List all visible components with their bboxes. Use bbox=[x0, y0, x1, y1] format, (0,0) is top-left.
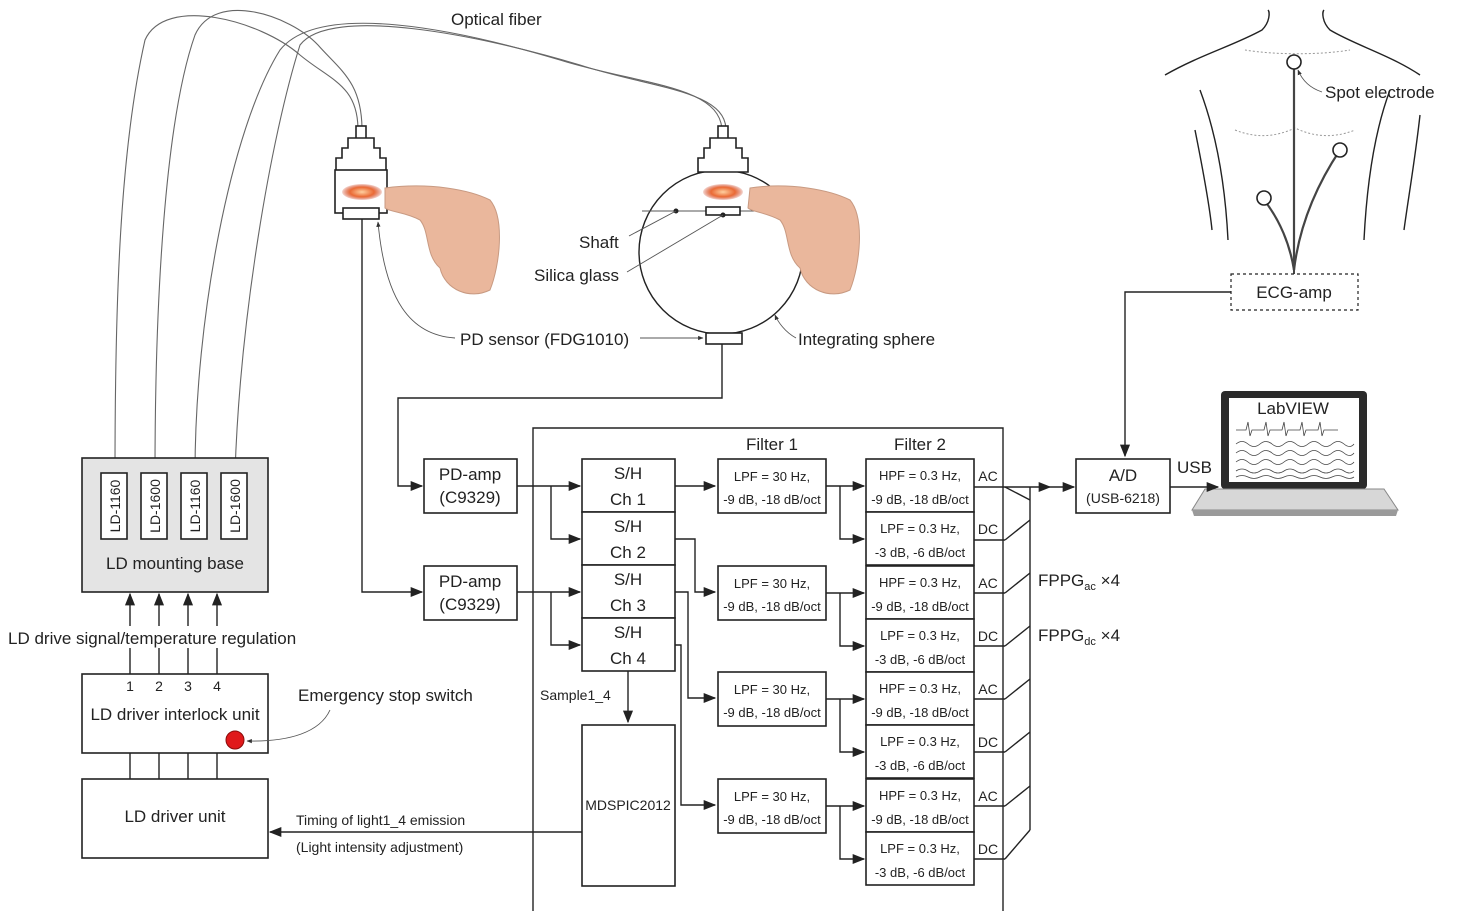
integrating-sphere-label: Integrating sphere bbox=[798, 330, 935, 349]
filter1-header: Filter 1 bbox=[746, 435, 798, 454]
pd-sensor-label: PD sensor (FDG1010) bbox=[460, 330, 629, 349]
finger-left bbox=[385, 186, 499, 294]
svg-text:LPF = 0.3 Hz,: LPF = 0.3 Hz, bbox=[880, 521, 960, 536]
filter1-to-filter2 bbox=[826, 486, 864, 859]
shaft-label: Shaft bbox=[579, 233, 619, 252]
pd-amp-1-l1: PD-amp bbox=[439, 465, 501, 484]
ld-module-4: LD-1600 bbox=[227, 479, 243, 533]
silica-glass-label: Silica glass bbox=[534, 266, 619, 285]
emergency-stop-button[interactable] bbox=[226, 731, 244, 749]
svg-text:LPF = 0.3 Hz,: LPF = 0.3 Hz, bbox=[880, 841, 960, 856]
svg-text:HPF = 0.3 Hz,: HPF = 0.3 Hz, bbox=[879, 575, 961, 590]
svg-text:-3 dB, -6 dB/oct: -3 dB, -6 dB/oct bbox=[875, 758, 966, 773]
channel-num-3: 3 bbox=[184, 678, 192, 694]
fppg-ac-label: FPPGac ×4 bbox=[1038, 571, 1120, 593]
svg-text:DC: DC bbox=[978, 628, 998, 644]
ld-drive-signal-label: LD drive signal/temperature regulation bbox=[8, 629, 296, 648]
ld-module-1: LD-1160 bbox=[107, 479, 123, 532]
optical-fibers bbox=[115, 10, 726, 473]
svg-text:-3 dB, -6 dB/oct: -3 dB, -6 dB/oct bbox=[875, 652, 966, 667]
filter2-header: Filter 2 bbox=[894, 435, 946, 454]
ld-mounting-base-label: LD mounting base bbox=[106, 554, 244, 573]
spot-electrode-label: Spot electrode bbox=[1325, 83, 1435, 102]
channel-num-1: 1 bbox=[126, 678, 134, 694]
svg-text:-9 dB, -18 dB/oct: -9 dB, -18 dB/oct bbox=[871, 599, 969, 614]
sample-label: Sample1_4 bbox=[540, 687, 611, 703]
pd-amp-1-l2: (C9329) bbox=[439, 488, 500, 507]
finger-probe-left bbox=[335, 126, 499, 294]
output-type-labels: AC DC AC DC AC DC AC DC bbox=[978, 468, 998, 857]
svg-text:HPF = 0.3 Hz,: HPF = 0.3 Hz, bbox=[879, 468, 961, 483]
f1-box4-l1: LPF = 30 Hz, bbox=[734, 789, 810, 804]
channel-num-2: 2 bbox=[155, 678, 163, 694]
light-intensity-label: (Light intensity adjustment) bbox=[296, 839, 463, 855]
ad-label-2: (USB-6218) bbox=[1086, 490, 1160, 506]
svg-text:HPF = 0.3 Hz,: HPF = 0.3 Hz, bbox=[879, 681, 961, 696]
sh-ch4-l2: Ch 4 bbox=[610, 649, 646, 668]
fppg-dc-label: FPPGdc ×4 bbox=[1038, 626, 1120, 648]
f1-box4-l2: -9 dB, -18 dB/oct bbox=[723, 812, 821, 827]
sh-ch1-l2: Ch 1 bbox=[610, 490, 646, 509]
f1-box2-l2: -9 dB, -18 dB/oct bbox=[723, 599, 821, 614]
labview-label: LabVIEW bbox=[1257, 399, 1329, 418]
svg-text:LPF = 0.3 Hz,: LPF = 0.3 Hz, bbox=[880, 628, 960, 643]
sh-ch3-l1: S/H bbox=[614, 570, 642, 589]
svg-text:-3 dB, -6 dB/oct: -3 dB, -6 dB/oct bbox=[875, 545, 966, 560]
svg-text:-3 dB, -6 dB/oct: -3 dB, -6 dB/oct bbox=[875, 865, 966, 880]
svg-text:HPF = 0.3 Hz,: HPF = 0.3 Hz, bbox=[879, 788, 961, 803]
light-glow-left bbox=[342, 184, 382, 200]
svg-text:-9 dB, -18 dB/oct: -9 dB, -18 dB/oct bbox=[871, 812, 969, 827]
f1-box2-l1: LPF = 30 Hz, bbox=[734, 576, 810, 591]
sh-ch3-l2: Ch 3 bbox=[610, 596, 646, 615]
integrating-sphere bbox=[627, 126, 859, 344]
f1-box1-l2: -9 dB, -18 dB/oct bbox=[723, 492, 821, 507]
pd-amp-2-l2: (C9329) bbox=[439, 595, 500, 614]
sh-ch4-l1: S/H bbox=[614, 623, 642, 642]
svg-text:DC: DC bbox=[978, 841, 998, 857]
svg-text:AC: AC bbox=[978, 575, 997, 591]
svg-text:AC: AC bbox=[978, 788, 997, 804]
optical-fiber-label: Optical fiber bbox=[451, 10, 542, 29]
filter1-boxes: LPF = 30 Hz, -9 dB, -18 dB/oct LPF = 30 … bbox=[718, 459, 826, 833]
svg-text:AC: AC bbox=[978, 681, 997, 697]
sh-ch2-l1: S/H bbox=[614, 517, 642, 536]
svg-text:DC: DC bbox=[978, 521, 998, 537]
f1-box1-l1: LPF = 30 Hz, bbox=[734, 469, 810, 484]
timing-label: Timing of light1_4 emission bbox=[296, 812, 465, 828]
sh-ch2-l2: Ch 2 bbox=[610, 543, 646, 562]
ld-driver-interlock-label: LD driver interlock unit bbox=[90, 705, 259, 724]
filter2-boxes: HPF = 0.3 Hz, -9 dB, -18 dB/oct LPF = 0.… bbox=[866, 459, 974, 885]
svg-text:DC: DC bbox=[978, 734, 998, 750]
torso-ecg bbox=[1165, 10, 1420, 270]
svg-text:LPF = 0.3 Hz,: LPF = 0.3 Hz, bbox=[880, 734, 960, 749]
svg-text:-9 dB, -18 dB/oct: -9 dB, -18 dB/oct bbox=[871, 492, 969, 507]
svg-text:AC: AC bbox=[978, 468, 997, 484]
channel-num-4: 4 bbox=[213, 678, 221, 694]
sh-ch1-l1: S/H bbox=[614, 464, 642, 483]
f1-box3-l2: -9 dB, -18 dB/oct bbox=[723, 705, 821, 720]
ld-module-3: LD-1160 bbox=[187, 479, 203, 532]
f1-box3-l1: LPF = 30 Hz, bbox=[734, 682, 810, 697]
emergency-stop-label: Emergency stop switch bbox=[298, 686, 473, 705]
light-glow-right bbox=[703, 184, 743, 200]
finger-right bbox=[748, 186, 859, 294]
usb-label: USB bbox=[1177, 458, 1212, 477]
pd-amp-2-l1: PD-amp bbox=[439, 572, 501, 591]
svg-text:-9 dB, -18 dB/oct: -9 dB, -18 dB/oct bbox=[871, 705, 969, 720]
interlock-driver-links bbox=[130, 753, 217, 779]
ad-label-1: A/D bbox=[1109, 466, 1137, 485]
sh-channels: S/H Ch 1 S/H Ch 2 S/H Ch 3 S/H Ch 4 bbox=[582, 459, 675, 671]
ld-module-2: LD-1600 bbox=[147, 479, 163, 533]
ecg-amp-label: ECG-amp bbox=[1256, 283, 1332, 302]
ld-driver-unit-label: LD driver unit bbox=[124, 807, 225, 826]
mdspic-label: MDSPIC2012 bbox=[585, 797, 671, 813]
